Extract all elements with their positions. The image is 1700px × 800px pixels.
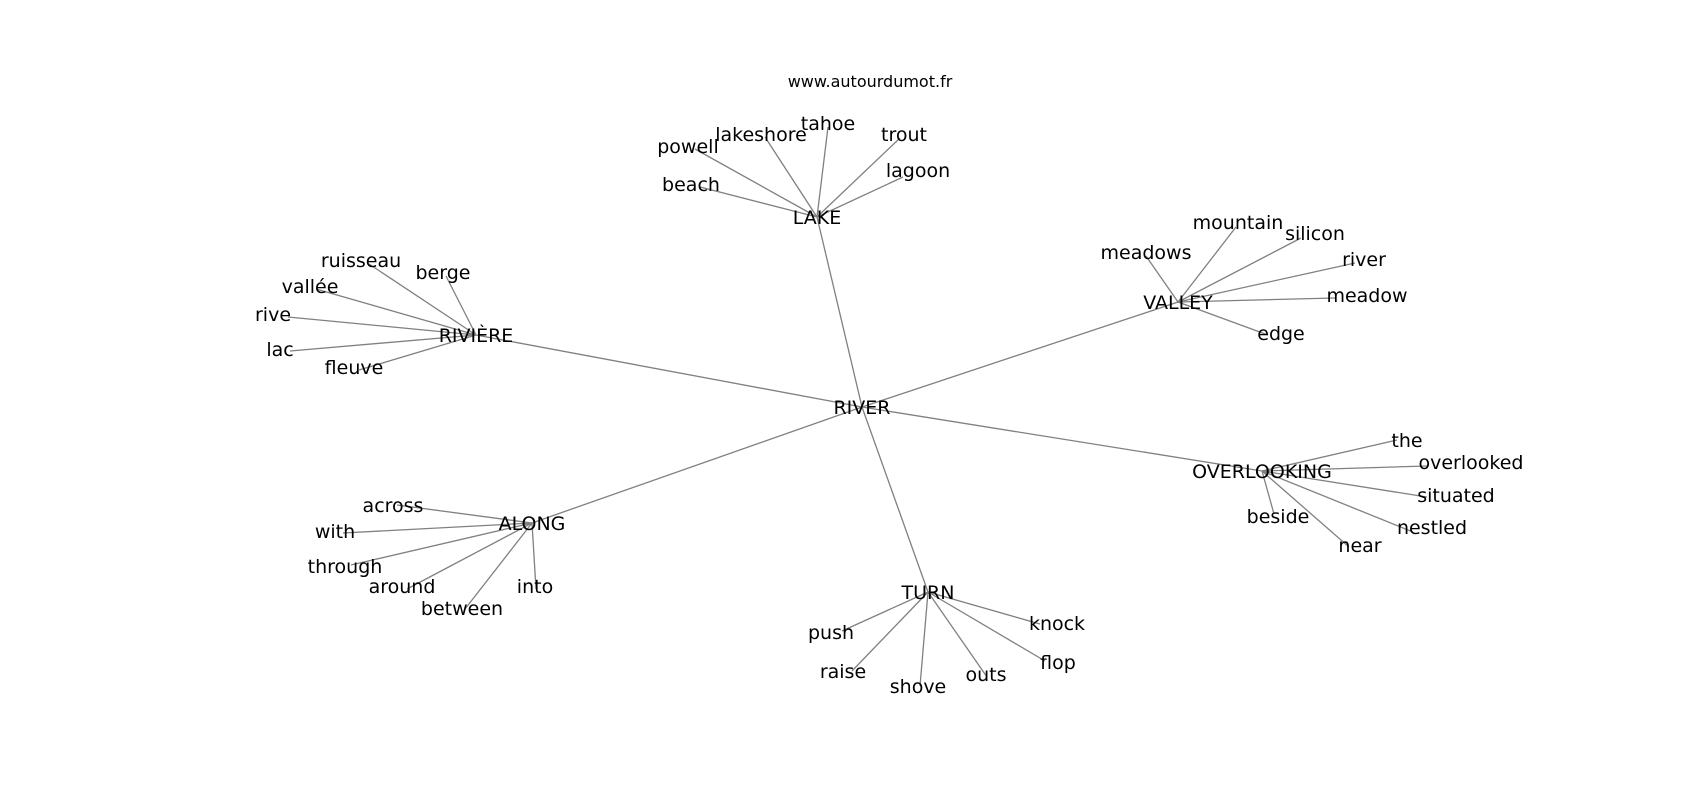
leaf-node: silicon [1285,223,1345,245]
hub-leaf-edge [368,263,477,336]
leaf-node: across [363,495,424,517]
hub-leaf-edge [919,591,929,687]
leaf-node: push [808,622,854,644]
leaf-node: edge [1257,323,1305,345]
leaf-node: powell [657,136,718,158]
hub-node-turn: TURN [901,582,955,604]
leaf-node: overlooked [1419,452,1524,474]
hub-leaf-edge [851,591,929,672]
hub-node-lake: LAKE [793,207,841,229]
leaf-node: river [1342,249,1386,271]
hub-leaf-edge [1261,470,1414,533]
hub-leaf-edge [531,522,537,590]
leaf-node: nestled [1397,517,1467,539]
hub-leaf-edge [927,591,1046,662]
leaf-node: flop [1040,652,1076,674]
leaf-node: tahoe [801,113,855,135]
hub-leaf-edge [816,176,904,218]
hub-leaf-edge [1261,470,1428,498]
leaf-node: raise [820,661,866,683]
leaf-node: ruisseau [321,250,401,272]
hub-leaf-edge [1261,470,1350,548]
graph-labels: www.autourdumot.fr RIVER LAKE powell lak… [255,72,1524,698]
leaf-node: outs [965,664,1006,686]
hub-leaf-edge [396,504,533,524]
hub-node-riviere: RIVIÈRE [439,324,514,347]
hub-leaf-edge [694,148,818,218]
hub-leaf-edge [342,522,533,534]
hub-leaf-edge [1261,470,1275,515]
hub-leaf-edge [350,522,533,566]
hub-leaf-edge [927,591,988,678]
leaf-node: shove [890,676,947,698]
leaf-node: into [517,576,553,598]
center-hub-edge [816,216,863,408]
leaf-node: fleuve [325,357,384,379]
leaf-node: knock [1029,613,1085,635]
leaf-node: rive [255,304,291,326]
center-hub-edge [475,334,863,408]
graph-edges [287,126,1428,687]
center-hub-edge [531,406,863,524]
hub-leaf-edge [1177,226,1237,303]
leaf-node: situated [1417,485,1495,507]
hub-leaf-edge [406,522,533,590]
hub-leaf-edge [445,275,477,336]
hub-leaf-edge [1177,297,1336,303]
hub-leaf-edge [1261,439,1398,472]
hub-leaf-edge [764,136,818,218]
leaf-node: berge [416,262,471,284]
hub-leaf-edge [1261,465,1428,472]
leaf-node: lagoon [886,160,950,182]
leaf-node: mountain [1193,212,1284,234]
leaf-node: lakeshore [715,124,807,146]
hub-leaf-edge [1177,237,1302,303]
center-hub-edge [861,406,929,593]
hub-leaf-edge [358,334,477,371]
leaf-node: beside [1247,506,1310,528]
hub-leaf-edge [1177,262,1356,303]
hub-node-valley: VALLEY [1143,292,1213,314]
center-node: RIVER [833,397,890,419]
leaf-node: beach [662,174,720,196]
leaf-node: lac [266,339,293,361]
leaf-node: trout [881,124,927,146]
hub-leaf-edge [287,316,477,336]
leaf-node: the [1391,430,1422,452]
leaf-node: through [308,556,383,578]
center-hub-edge [861,301,1179,408]
leaf-node: between [421,598,503,620]
hub-leaf-edge [927,591,1041,625]
leaf-node: near [1338,535,1381,557]
hub-leaf-edge [816,126,829,218]
hub-leaf-edge [1177,301,1269,336]
leaf-node: meadow [1326,285,1407,307]
leaf-node: with [315,521,355,543]
hub-node-along: ALONG [499,513,566,535]
hub-leaf-edge [699,186,818,218]
leaf-node: vallée [282,276,339,298]
hub-leaf-edge [289,334,477,352]
hub-node-overlooking: OVERLOOKING [1192,461,1332,483]
center-hub-edge [861,406,1263,472]
leaf-node: around [369,576,436,598]
hub-leaf-edge [464,522,533,610]
hub-leaf-edge [315,288,477,336]
source-url: www.autourdumot.fr [788,72,953,91]
hub-leaf-edge [1145,255,1179,303]
leaf-node: meadows [1101,242,1192,264]
hub-leaf-edge [841,591,929,632]
hub-leaf-edge [816,137,901,218]
